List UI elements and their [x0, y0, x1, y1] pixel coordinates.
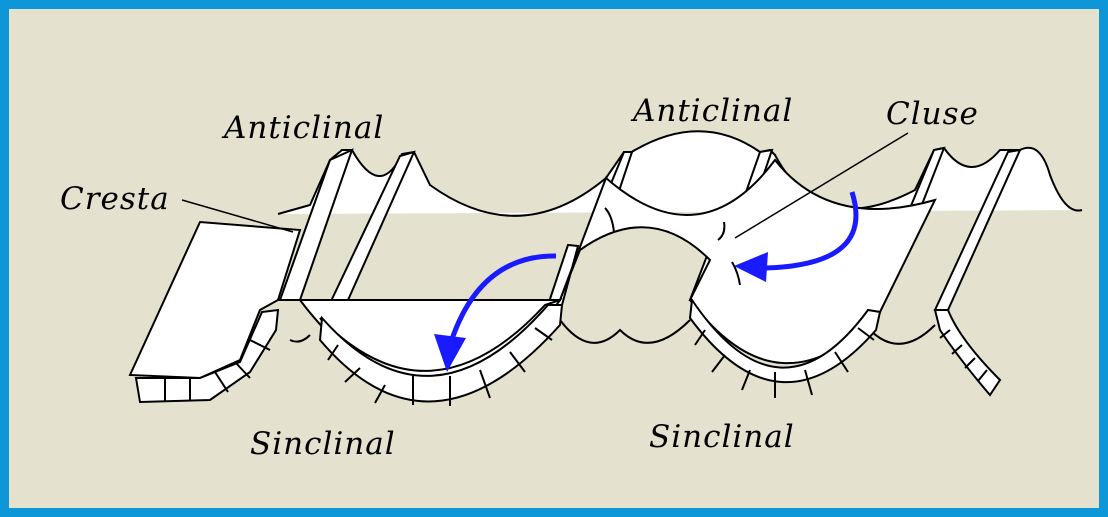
fold-landscape-diagram: [9, 9, 1099, 508]
label-cluse: Cluse: [886, 99, 979, 130]
strata-band-far-right: [935, 310, 1000, 395]
label-cresta: Cresta: [60, 184, 170, 215]
label-sinclinal-left: Sinclinal: [250, 429, 396, 460]
cresta-block: [130, 222, 300, 378]
label-sinclinal-right: Sinclinal: [649, 422, 795, 453]
label-anticlinal-left: Anticlinal: [224, 113, 384, 144]
label-anticlinal-right: Anticlinal: [633, 96, 793, 127]
